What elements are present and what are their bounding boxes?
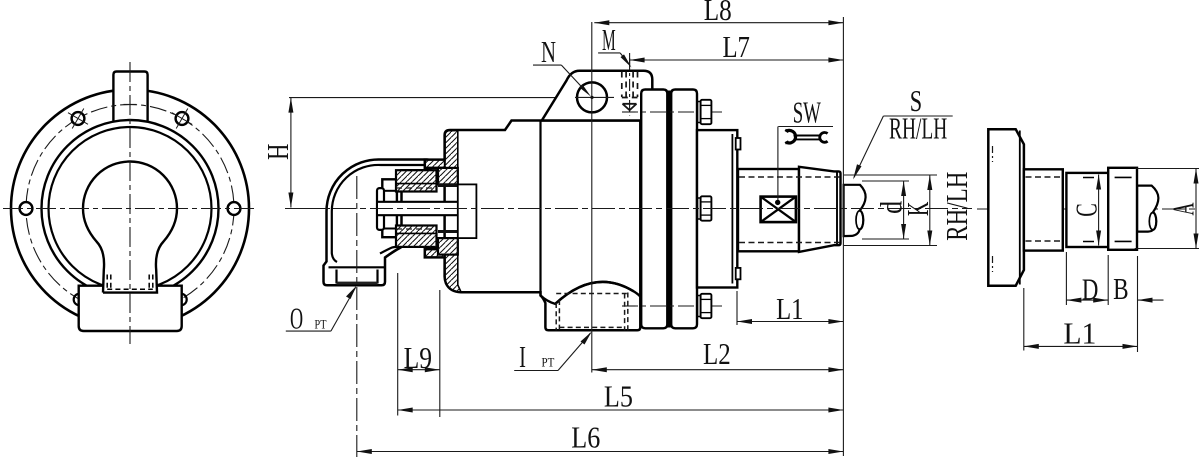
svg-text:L1: L1 <box>776 291 803 326</box>
svg-text:M: M <box>602 22 616 57</box>
svg-text:C: C <box>1069 203 1104 217</box>
svg-text:RH/LH: RH/LH <box>889 111 947 146</box>
svg-text:PT: PT <box>315 317 327 332</box>
svg-text:L8: L8 <box>704 0 732 27</box>
svg-text:L9: L9 <box>404 340 432 375</box>
svg-text:S: S <box>910 83 922 118</box>
svg-text:H: H <box>260 144 295 160</box>
svg-text:RH/LH: RH/LH <box>939 172 974 241</box>
svg-text:N: N <box>541 34 556 69</box>
svg-text:SW: SW <box>793 95 822 130</box>
svg-text:L2: L2 <box>703 336 731 371</box>
svg-text:K: K <box>900 201 935 216</box>
svg-text:I: I <box>519 339 526 374</box>
svg-text:L5: L5 <box>604 379 633 414</box>
svg-text:D: D <box>1082 272 1099 307</box>
svg-text:L1: L1 <box>1063 315 1096 350</box>
svg-text:PT: PT <box>542 355 555 370</box>
svg-text:B: B <box>1113 271 1129 306</box>
svg-text:L6: L6 <box>571 420 600 455</box>
svg-text:L7: L7 <box>722 29 750 64</box>
svg-text:O: O <box>290 301 303 336</box>
svg-text:A: A <box>1166 202 1200 215</box>
svg-text:d: d <box>874 200 909 213</box>
